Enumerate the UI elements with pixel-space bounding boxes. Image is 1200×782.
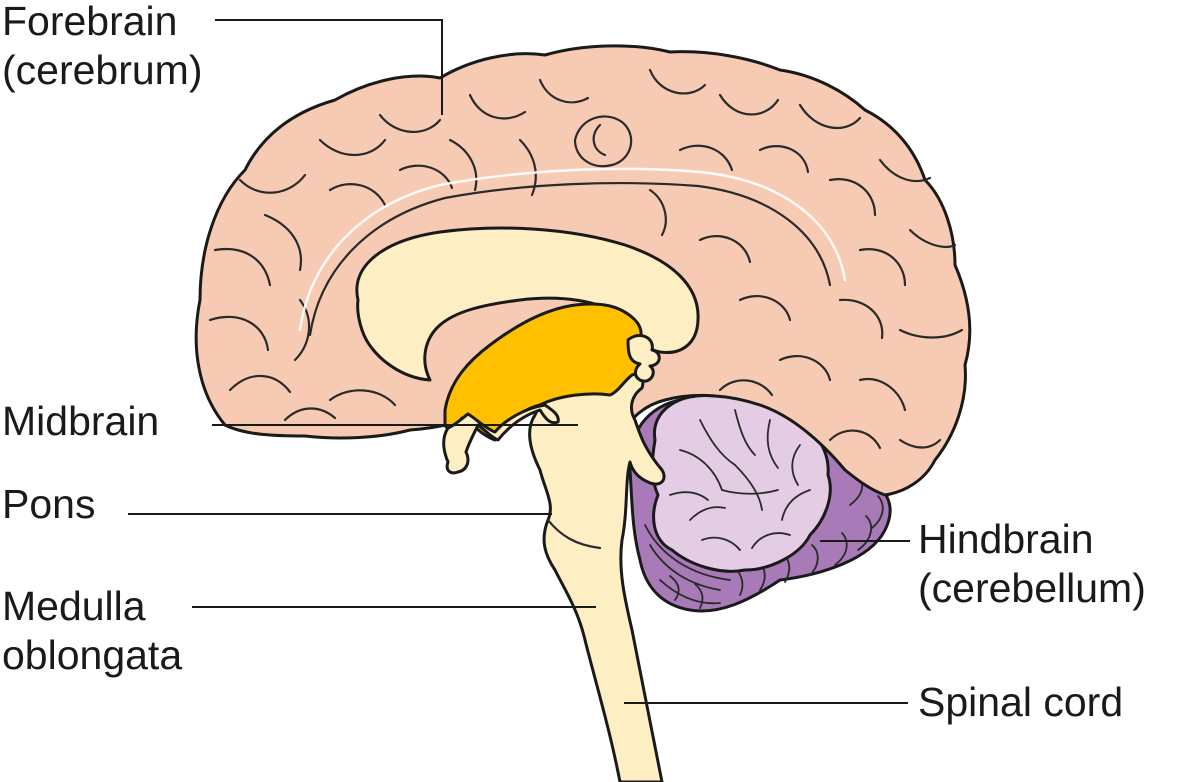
pineal-curl — [626, 334, 661, 383]
leader-lines — [128, 19, 910, 704]
leader-forebrain — [215, 19, 443, 115]
label-spinal-cord: Spinal cord — [918, 678, 1123, 727]
label-spinal-cord-line1: Spinal cord — [918, 679, 1124, 725]
label-midbrain: Midbrain — [2, 397, 159, 446]
label-medulla-line1: Medulla — [2, 583, 146, 629]
label-hindbrain-line1: Hindbrain — [918, 516, 1094, 562]
label-hindbrain-line2: (cerebellum) — [918, 565, 1146, 611]
label-pons: Pons — [2, 480, 95, 529]
label-forebrain-line2: (cerebrum) — [2, 47, 203, 93]
cingulate-sulcus — [308, 182, 832, 337]
label-forebrain-line1: Forebrain — [2, 0, 178, 44]
cingulate-highlight — [298, 167, 847, 332]
pituitary — [442, 403, 560, 475]
label-medulla: Medulla oblongata — [2, 582, 182, 680]
label-forebrain: Forebrain (cerebrum) — [2, 0, 202, 95]
label-hindbrain: Hindbrain (cerebellum) — [918, 515, 1146, 613]
label-midbrain-line1: Midbrain — [2, 398, 160, 444]
cerebrum-gyri — [208, 68, 964, 450]
label-pons-line1: Pons — [2, 481, 96, 527]
arbor-vitae — [669, 409, 811, 551]
label-medulla-line2: oblongata — [2, 632, 183, 678]
pons-contour — [546, 518, 602, 550]
